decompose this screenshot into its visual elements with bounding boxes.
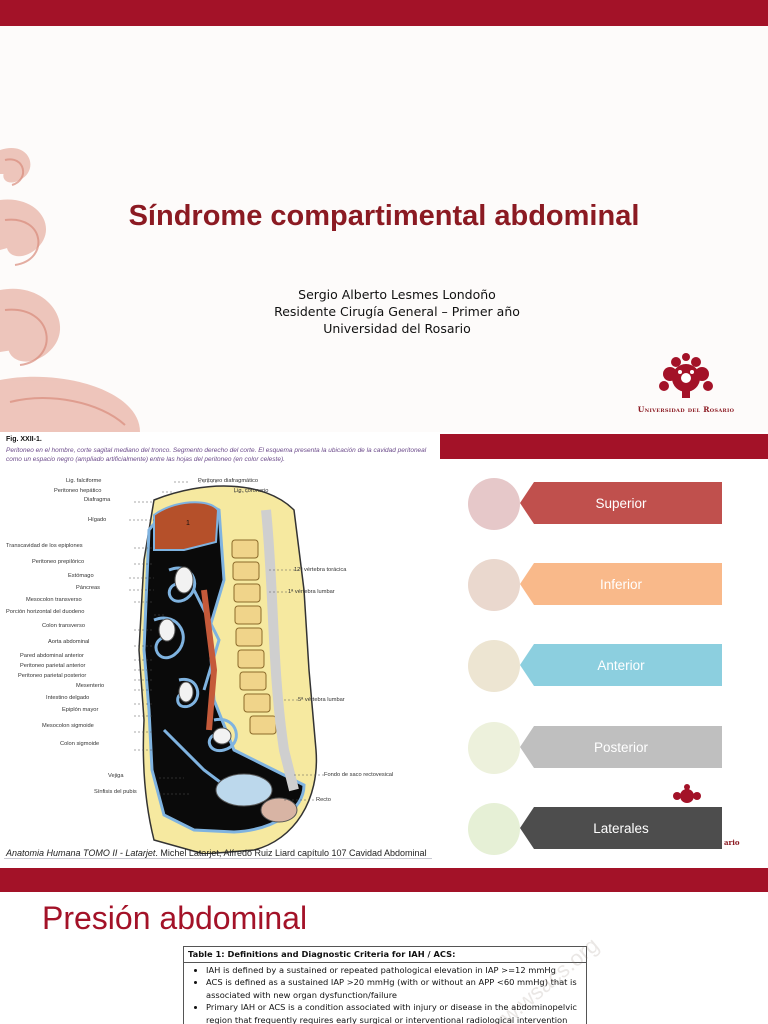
list-item: IAH is defined by a sustained or repeate… <box>206 964 582 977</box>
abdominal-pressure-slide: Presión abdominal Table 1: Definitions a… <box>0 868 768 1024</box>
label-epiplon-mayor: Epiplón mayor <box>62 707 99 713</box>
label-transcavidad: Transcavidad de los epiplones <box>6 543 83 549</box>
label-pared-anterior: Pared abdominal anterior <box>20 653 84 659</box>
label-diafragma: Diafragma <box>84 497 111 503</box>
label-parietal-posterior: Peritoneo parietal posterior <box>18 673 87 679</box>
credit-authors: . Michel Latarjet, Alfredo Ruiz Liard ca… <box>155 848 427 858</box>
list-item: Primary IAH or ACS is a condition associ… <box>206 1001 582 1024</box>
label-fondo-saco: Fondo de saco rectovesical <box>324 772 394 778</box>
peritoneum-sagittal-figure <box>129 481 324 854</box>
label-higado: Hígado <box>88 517 107 523</box>
direction-circle <box>468 478 520 530</box>
table-title: Table 1: Definitions and Diagnostic Crit… <box>184 947 586 963</box>
figure-credit: Anatomia Humana TOMO II - Latarjet. Mich… <box>6 848 436 859</box>
label-pancreas: Páncreas <box>76 585 101 591</box>
university-crest-icon <box>673 784 701 803</box>
label-vejiga: Vejiga <box>108 773 124 779</box>
direction-circle <box>468 722 520 774</box>
label-mesenterio: Mesenterio <box>76 683 105 689</box>
presentation-title: Síndrome compartimental abdominal <box>128 200 640 232</box>
definitions-list: IAH is defined by a sustained or repeate… <box>184 963 586 1024</box>
university-logo-text-partial: ario <box>724 838 740 847</box>
label-sinfisis-pubis: Sínfisis del pubis <box>94 789 137 795</box>
direction-label-anterior: Anterior <box>520 644 722 686</box>
direction-circle <box>468 640 520 692</box>
figure-label: Fig. XXII-1. <box>6 436 42 443</box>
figure-caption: Peritoneo en el hombre, corte sagital me… <box>6 447 427 463</box>
direction-label-superior: Superior <box>520 482 722 524</box>
direction-posterior: Posterior <box>466 722 726 778</box>
label-12-vertebra-toracica: 12ª vértebra torácica <box>294 567 347 573</box>
label-lig-coronario: Lig. coronario <box>234 488 269 494</box>
label-parietal-anterior: Peritoneo parietal anterior <box>20 663 86 669</box>
author-institution: Universidad del Rosario <box>323 321 471 336</box>
university-logo-text: Universidad del Rosario <box>637 405 735 414</box>
label-5-vertebra-lumbar: 5ª vértebra lumbar <box>298 697 345 703</box>
label-aorta: Aorta abdominal <box>48 639 90 645</box>
label-peritoneo-diafragmatico: Peritoneo diafragmático <box>198 478 259 484</box>
label-duodeno: Porción horizontal del duodeno <box>6 609 85 615</box>
author-role: Residente Cirugía General – Primer año <box>274 304 520 319</box>
direction-label-inferior: Inferior <box>520 563 722 605</box>
list-item: ACS is defined as a sustained IAP >20 mm… <box>206 976 582 1001</box>
direction-label-laterales: Laterales <box>520 807 722 849</box>
direction-inferior: Inferior <box>466 559 726 615</box>
credit-underline <box>4 858 432 859</box>
decorative-swirl-icon <box>0 147 140 432</box>
direction-superior: Superior <box>466 478 726 534</box>
label-peritoneo-hepatico: Peritoneo hepático <box>54 488 102 494</box>
slide-top-bar <box>440 434 768 459</box>
direction-circle <box>468 803 520 855</box>
anatomy-slide: Fig. XXII-1. Peritoneo en el hombre, cor… <box>0 432 768 868</box>
slide-title: Presión abdominal <box>42 900 308 936</box>
label-recto: Recto <box>316 797 331 803</box>
label-1-vertebra-lumbar: 1ª vértebra lumbar <box>288 589 335 595</box>
label-colon-transverso: Colon transverso <box>42 623 85 629</box>
title-slide: Síndrome compartimental abdominal Sergio… <box>0 0 768 432</box>
credit-book-title: Anatomia Humana TOMO II - Latarjet <box>6 848 156 858</box>
author-name: Sergio Alberto Lesmes Londoño <box>298 287 496 302</box>
direction-label-posterior: Posterior <box>520 726 722 768</box>
direction-anterior: Anterior <box>466 640 726 696</box>
definitions-table: Table 1: Definitions and Diagnostic Crit… <box>183 946 587 1024</box>
direction-circle <box>468 559 520 611</box>
label-mesocolon-sigmoide: Mesocolon sigmoide <box>42 723 94 729</box>
label-intestino-delgado: Intestino delgado <box>46 695 90 701</box>
label-lig-falciforme: Lig. falciforme <box>66 478 102 484</box>
university-crest-icon <box>659 353 713 398</box>
author-block: Sergio Alberto Lesmes Londoño Residente … <box>0 286 768 337</box>
liver-marker: 1 <box>186 520 190 527</box>
label-mesocolon-transverso: Mesocolon transverso <box>26 597 82 603</box>
slide-top-bar <box>0 868 768 892</box>
direction-laterales: Laterales <box>466 803 726 859</box>
label-colon-sigmoide: Colon sigmoide <box>60 741 100 747</box>
label-estomago: Estómago <box>68 573 94 579</box>
label-peritoneo-prepilorico: Peritoneo prepilórico <box>32 559 85 565</box>
slide-top-bar <box>0 0 768 26</box>
